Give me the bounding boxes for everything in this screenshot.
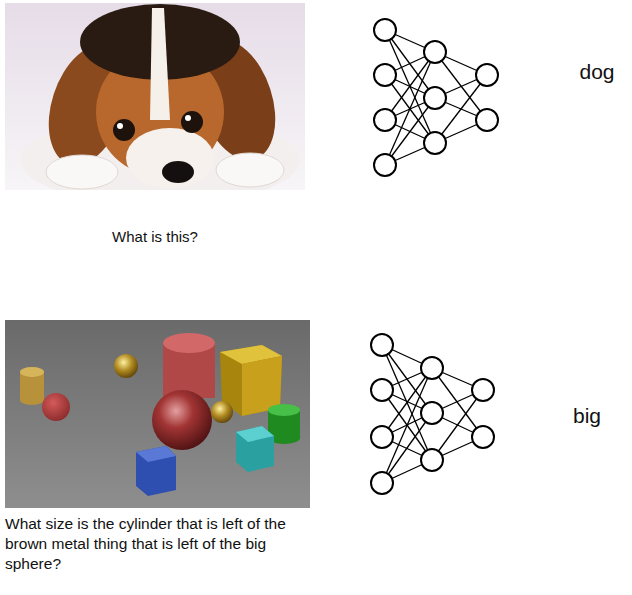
neuron xyxy=(374,64,396,86)
red-sphere xyxy=(42,393,70,421)
puppy-blaze xyxy=(150,8,170,120)
red-cylinder-top xyxy=(163,333,215,353)
puppy-nose xyxy=(162,161,194,183)
neuron xyxy=(374,154,396,176)
output-label: big xyxy=(556,402,618,429)
puppy-paw xyxy=(216,153,284,187)
question-text: What size is the cylinder that is left o… xyxy=(5,514,310,574)
network-connection xyxy=(382,413,432,483)
neuron xyxy=(371,379,393,401)
neural-network-icon xyxy=(374,19,498,176)
clevr-scene xyxy=(5,320,310,508)
puppy-eye xyxy=(113,119,135,141)
neuron xyxy=(421,357,443,379)
blue-cube xyxy=(136,446,176,496)
puppy-paw xyxy=(46,155,118,189)
network-connection xyxy=(385,98,435,165)
question-text: What is this? xyxy=(5,227,305,247)
puppy-eye xyxy=(181,111,203,133)
puppy-photo xyxy=(5,3,305,190)
eye-highlight xyxy=(185,115,191,121)
neural-network-icon xyxy=(371,334,494,494)
scene-background xyxy=(5,320,310,508)
small-gold-sphere xyxy=(211,401,233,423)
yellow-cylinder-base xyxy=(20,395,44,405)
neuron xyxy=(371,334,393,356)
network-connection xyxy=(432,368,483,437)
neural-network-icons xyxy=(371,19,498,494)
neuron xyxy=(476,64,498,86)
brown-metal-sphere xyxy=(114,354,138,378)
neuron xyxy=(371,472,393,494)
puppy-muzzle xyxy=(126,128,214,188)
cyan-cube-top xyxy=(236,426,274,442)
cyan-cube xyxy=(236,426,274,472)
neuron xyxy=(476,109,498,131)
neuron xyxy=(374,109,396,131)
neuron xyxy=(421,402,443,424)
green-cylinder-top xyxy=(268,404,300,416)
neuron xyxy=(374,19,396,41)
yellow-cylinder-top xyxy=(20,367,44,377)
neuron xyxy=(472,379,494,401)
neuron xyxy=(421,449,443,471)
neuron xyxy=(424,41,446,63)
neuron xyxy=(371,426,393,448)
neuron xyxy=(424,132,446,154)
neuron xyxy=(424,87,446,109)
neuron xyxy=(472,426,494,448)
network-connection xyxy=(432,390,483,460)
big-red-metal-sphere xyxy=(152,390,212,450)
blue-cube-top xyxy=(136,446,176,462)
eye-highlight xyxy=(117,123,123,129)
output-label: dog xyxy=(566,58,628,85)
network-connection xyxy=(435,75,487,143)
